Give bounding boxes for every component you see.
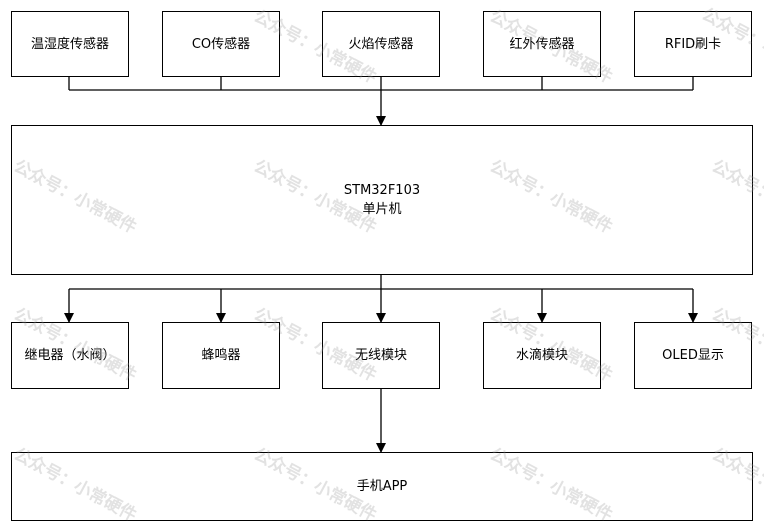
sensor-flame: 火焰传感器 — [322, 11, 440, 77]
output-wireless: 无线模块 — [322, 322, 440, 389]
output-oled: OLED显示 — [634, 322, 752, 389]
sensor-infrared: 红外传感器 — [483, 11, 601, 77]
app-box: 手机APP — [11, 452, 753, 521]
output-water-drop: 水滴模块 — [483, 322, 601, 389]
mcu-model: STM32F103 — [343, 183, 421, 198]
mcu-label: 单片机 — [362, 202, 402, 217]
mcu-box: STM32F103 单片机 — [11, 125, 753, 275]
sensor-co: CO传感器 — [162, 11, 280, 77]
sensor-temp-humidity: 温湿度传感器 — [11, 11, 129, 77]
output-relay: 继电器（水阀） — [11, 322, 129, 389]
sensor-rfid: RFID刷卡 — [634, 11, 752, 77]
output-buzzer: 蜂鸣器 — [162, 322, 280, 389]
